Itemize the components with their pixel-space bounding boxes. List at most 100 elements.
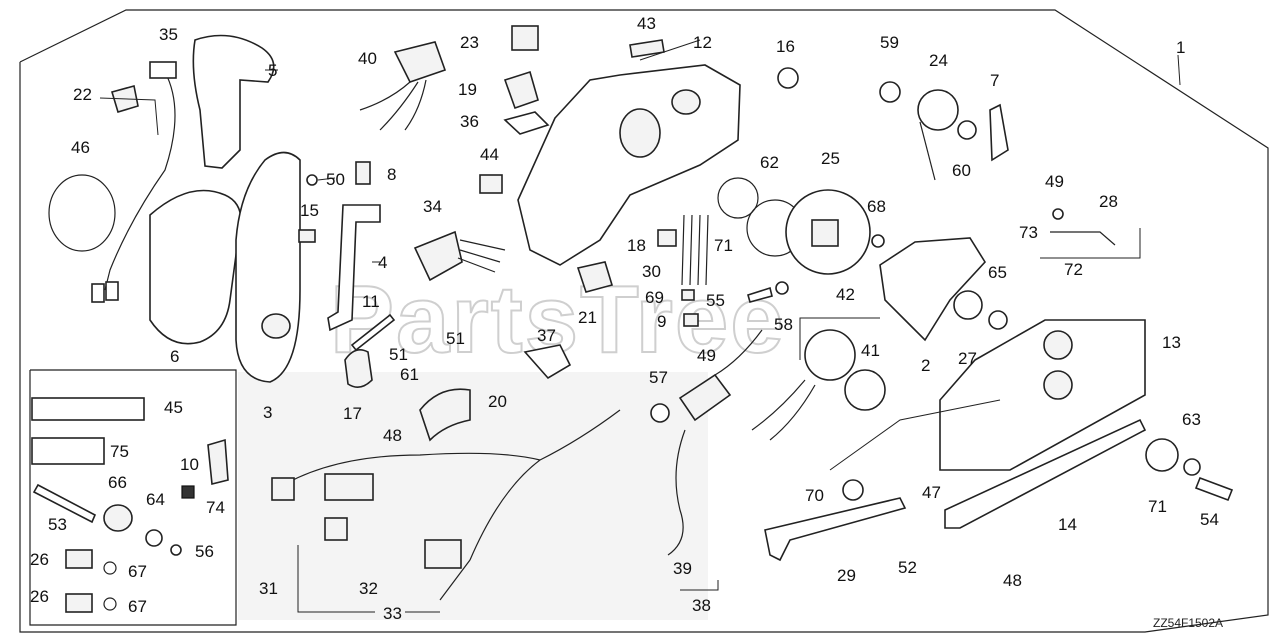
part-number-label: 3 xyxy=(263,403,272,422)
washer-part xyxy=(988,310,1008,330)
part-number-label: 47 xyxy=(922,483,941,502)
part-number-label: 53 xyxy=(48,515,67,534)
meter-wires xyxy=(751,379,816,441)
body-bore xyxy=(671,89,701,115)
part-number-label: 39 xyxy=(673,559,692,578)
part-number-label: 67 xyxy=(128,562,147,581)
remote-housing-part xyxy=(235,151,301,383)
wire-clamp-part xyxy=(523,344,572,380)
diagram-code: ZZ54F1502A xyxy=(1153,616,1223,630)
spacer-part xyxy=(681,289,695,301)
switch-wire-part xyxy=(104,71,176,291)
part-number-label: 52 xyxy=(898,558,917,577)
part-number-label: 13 xyxy=(1162,333,1181,352)
part-number-label: 38 xyxy=(692,596,711,615)
part-number-label: 26 xyxy=(30,587,49,606)
connector-block-part xyxy=(393,41,447,83)
part-number-label: 35 xyxy=(159,25,178,44)
part-number-label: 20 xyxy=(488,392,507,411)
part-number-label: 56 xyxy=(195,542,214,561)
part-number-label: 48 xyxy=(383,426,402,445)
clamp-part xyxy=(576,261,614,293)
lever-part xyxy=(989,103,1009,162)
trim-meter-part xyxy=(804,329,856,381)
connector-part xyxy=(105,281,119,301)
bushing-small-part xyxy=(871,234,885,248)
part-number-label: 65 xyxy=(988,263,1007,282)
assembly-frame xyxy=(19,9,1269,633)
harness-connector-part xyxy=(424,539,462,569)
bushing-part xyxy=(103,504,133,532)
washer-part xyxy=(957,120,977,140)
part-number-label: 63 xyxy=(1182,410,1201,429)
part-number-label: 45 xyxy=(164,398,183,417)
screw-part xyxy=(1052,208,1064,220)
part-number-label: 64 xyxy=(146,490,165,509)
part-number-label: 66 xyxy=(108,473,127,492)
control-cover-part xyxy=(149,189,242,345)
part-number-label: 48 xyxy=(1003,571,1022,590)
arm-link xyxy=(919,121,936,181)
part-number-label: 57 xyxy=(649,368,668,387)
pivot-boss xyxy=(261,313,291,339)
pin-part xyxy=(350,313,396,352)
part-number-label: 70 xyxy=(805,486,824,505)
cover-hole xyxy=(1043,370,1073,400)
part-number-label: 30 xyxy=(642,262,661,281)
ignition-wire xyxy=(457,239,506,273)
part-number-label: 43 xyxy=(637,14,656,33)
decal-part xyxy=(31,397,145,421)
harness-connector-part xyxy=(324,473,374,501)
part-number-label: 73 xyxy=(1019,223,1038,242)
bolt-part xyxy=(32,483,97,524)
bolt-part xyxy=(747,286,773,303)
part-number-label: 68 xyxy=(867,197,886,216)
bushing-part xyxy=(717,177,759,219)
cover-hole xyxy=(1043,330,1073,360)
part-number-label: 41 xyxy=(861,341,880,360)
clip-part xyxy=(65,593,93,613)
part-number-label: 34 xyxy=(423,197,442,216)
washer-part xyxy=(145,529,163,547)
part-number-label: 27 xyxy=(958,349,977,368)
switch-part xyxy=(149,61,177,79)
switch-part xyxy=(207,438,229,486)
part-number-label: 28 xyxy=(1099,192,1118,211)
clip-part xyxy=(65,549,93,569)
screw-part xyxy=(306,174,318,186)
part-number-label: 16 xyxy=(776,37,795,56)
part-number-label: 36 xyxy=(460,112,479,131)
spring-part xyxy=(355,161,371,185)
part-number-label: 32 xyxy=(359,579,378,598)
part-number-label: 44 xyxy=(480,145,499,164)
retainer-part xyxy=(103,597,117,611)
neutral-switch-part xyxy=(344,349,373,388)
part-number-label: 72 xyxy=(1064,260,1083,279)
part-number-label: 49 xyxy=(697,346,716,365)
lanyard-cord-part xyxy=(667,429,686,556)
part-number-label: 23 xyxy=(460,33,479,52)
part-number-label: 25 xyxy=(821,149,840,168)
switch-small-part xyxy=(181,485,195,499)
part-number-label: 7 xyxy=(990,71,999,90)
bracket-part xyxy=(327,204,381,332)
ring-part xyxy=(879,81,901,103)
part-number-label: 14 xyxy=(1058,515,1077,534)
harness-connector-part xyxy=(271,477,295,501)
connector-wires xyxy=(359,79,427,131)
part-number-label: 21 xyxy=(578,308,597,327)
part-number-label: 75 xyxy=(110,442,129,461)
part-number-label: 67 xyxy=(128,597,147,616)
part-number-label: 33 xyxy=(383,604,402,623)
part-number-label: 8 xyxy=(387,165,396,184)
part-number-label: 51 xyxy=(389,345,408,364)
part-number-label: 18 xyxy=(627,236,646,255)
harness-connector-part xyxy=(324,517,348,541)
grommet-part xyxy=(777,67,799,89)
part-number-label: 51 xyxy=(446,329,465,348)
grommet-part xyxy=(503,70,539,110)
part-number-label: 55 xyxy=(706,291,725,310)
ignition-switch-part xyxy=(413,230,463,282)
part-number-label: 61 xyxy=(400,365,419,384)
